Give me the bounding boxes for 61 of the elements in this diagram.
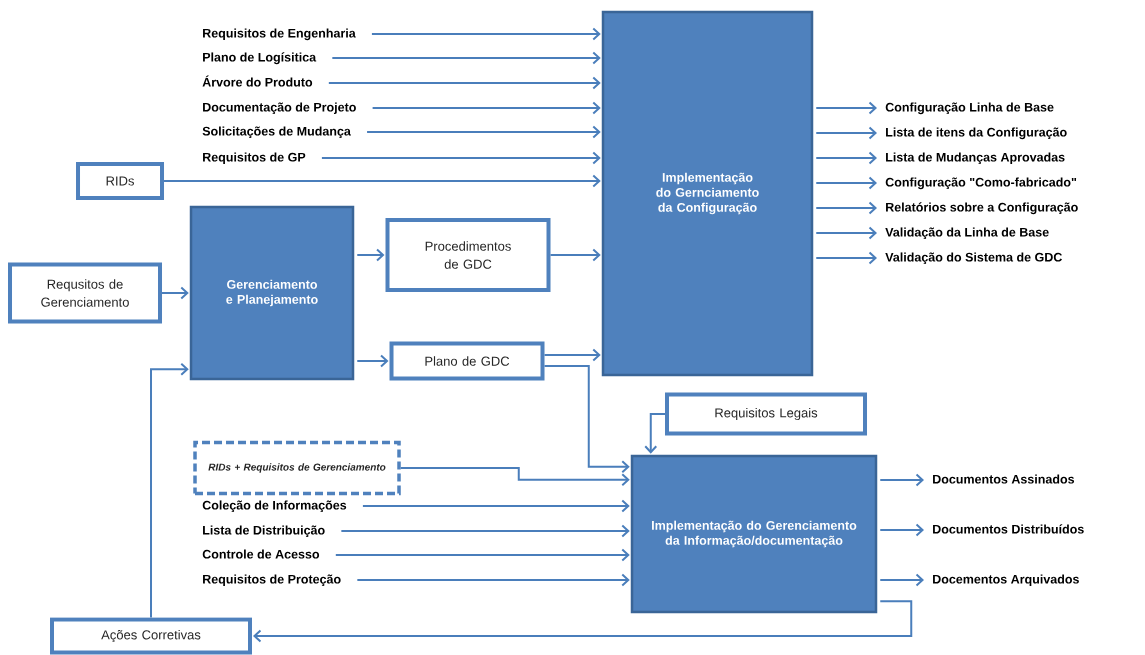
input-label: Controle de Acesso — [202, 549, 320, 559]
output-label: Documentos Assinados — [933, 474, 1075, 484]
input-label: Plano de Logísitica — [203, 52, 317, 65]
input-label: Requisitos de Engenharia — [203, 28, 356, 41]
output-label: Validação do Sistema de GDC — [885, 252, 1062, 265]
process-box: Implementação do Gernciamento da Configuração — [601, 10, 814, 377]
arrow — [253, 600, 913, 643]
arrow — [815, 201, 877, 215]
arrow — [543, 348, 601, 362]
arrow — [327, 76, 601, 90]
input-label: Documentação de Projeto — [203, 102, 356, 115]
process-box: Gerenciamento e Planejamento — [189, 205, 355, 381]
arrow — [543, 365, 630, 474]
input-label: Lista de Distribuição — [203, 525, 325, 538]
document-box: Requisitos Legais — [665, 392, 867, 436]
arrow — [356, 573, 630, 587]
arrow — [331, 51, 601, 65]
arrow — [366, 125, 601, 139]
output-label: Configuração Linha de Base — [885, 102, 1054, 115]
arrow — [361, 499, 630, 513]
arrow — [320, 151, 601, 165]
arrow — [161, 286, 189, 300]
document-box: Plano de GDC — [389, 341, 545, 381]
arrow — [340, 524, 630, 538]
arrow — [815, 251, 877, 265]
arrow — [150, 362, 189, 619]
output-label: Validação da Linha de Base — [885, 227, 1049, 240]
arrow — [815, 226, 877, 240]
arrow — [815, 126, 877, 140]
output-label: Docementos Arquivados — [933, 574, 1079, 587]
output-label: Configuração "Como-fabricado" — [885, 177, 1077, 190]
document-box: Requsitos de Gerenciamento — [8, 262, 162, 324]
arrow — [815, 151, 877, 165]
arrow — [549, 248, 601, 262]
input-label: Solicitações de Mudança — [202, 126, 351, 139]
output-label: Documentos Distribuídos — [933, 524, 1084, 534]
output-label: Lista de itens da Configuração — [886, 127, 1067, 140]
arrow — [879, 573, 924, 587]
input-label: Requisitos de Proteção — [203, 574, 341, 587]
arrow — [334, 548, 630, 562]
document-box: RIDs + Requisitos de Gerenciamento — [193, 440, 401, 496]
document-box: Procedimentos de GDC — [385, 218, 551, 292]
arrow — [370, 27, 601, 41]
arrow — [163, 174, 601, 188]
arrow — [371, 101, 601, 115]
document-box: Ações Corretivas — [50, 617, 252, 655]
arrow — [879, 473, 924, 487]
arrow — [644, 413, 666, 454]
process-box: Implementação do Gerenciamento da Informação/documentação — [630, 454, 878, 614]
output-label: Lista de Mudanças Aprovadas — [886, 152, 1065, 165]
input-label: Coleção de Informações — [202, 500, 347, 513]
output-label: Relatórios sobre a Configuração — [886, 202, 1078, 215]
arrow — [879, 523, 924, 537]
arrow — [815, 176, 877, 190]
arrow — [815, 101, 877, 115]
document-box: RIDs — [76, 162, 164, 200]
arrow — [356, 248, 385, 262]
arrow — [356, 354, 389, 368]
arrow — [399, 467, 630, 487]
input-label: Árvore do Produto — [202, 75, 313, 87]
input-label: Requisitos de GP — [203, 152, 306, 165]
